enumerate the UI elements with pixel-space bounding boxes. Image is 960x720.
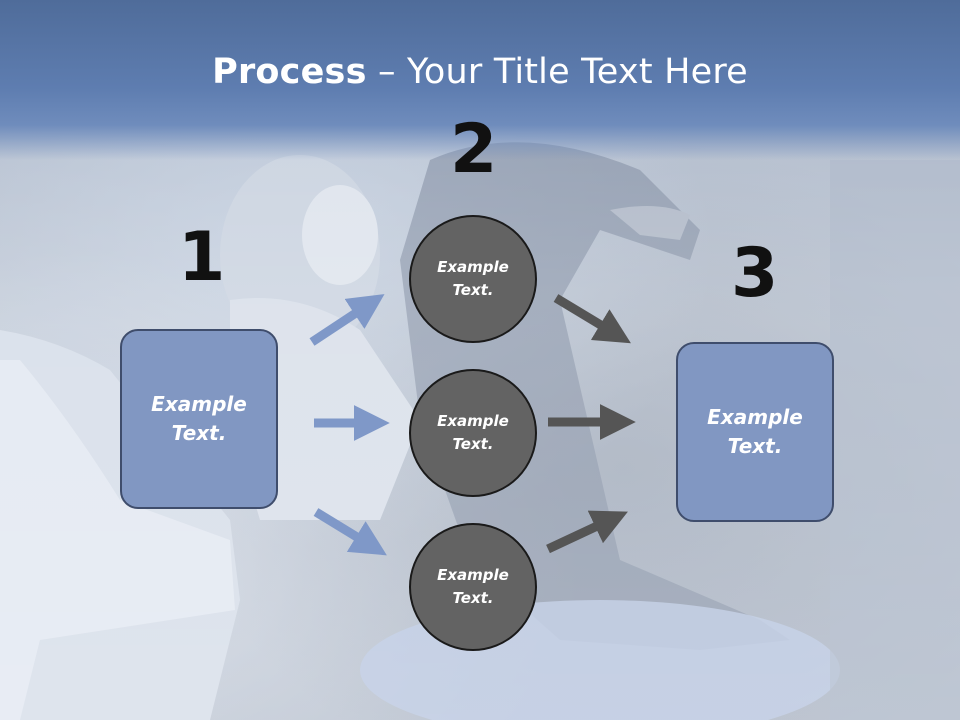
process-circle-3-text: Example Text. [437, 566, 509, 607]
process-circle-1-text: Example Text. [437, 258, 509, 299]
title-rest: – Your Title Text Here [366, 52, 748, 92]
output-box-text: Example Text. [707, 405, 803, 458]
title-bar [0, 0, 960, 160]
process-circle-3[interactable]: Example Text. [409, 523, 537, 651]
output-box[interactable]: Example Text. [676, 342, 834, 522]
slide-title: Process – Your Title Text Here [0, 52, 960, 92]
arrow-to-circle-1 [309, 294, 385, 346]
process-circle-2[interactable]: Example Text. [409, 369, 537, 497]
input-box-text: Example Text. [151, 392, 247, 445]
step-number-2: 2 [450, 110, 498, 189]
process-circle-1[interactable]: Example Text. [409, 215, 537, 343]
title-bold: Process [212, 52, 367, 92]
arrow-from-circle-1 [553, 294, 631, 344]
process-circle-2-text: Example Text. [437, 412, 509, 453]
step-number-3: 3 [731, 234, 779, 313]
input-box[interactable]: Example Text. [120, 329, 278, 509]
step-number-1: 1 [178, 218, 226, 297]
arrow-to-circle-3 [313, 508, 387, 556]
arrow-from-circle-3 [546, 510, 628, 554]
